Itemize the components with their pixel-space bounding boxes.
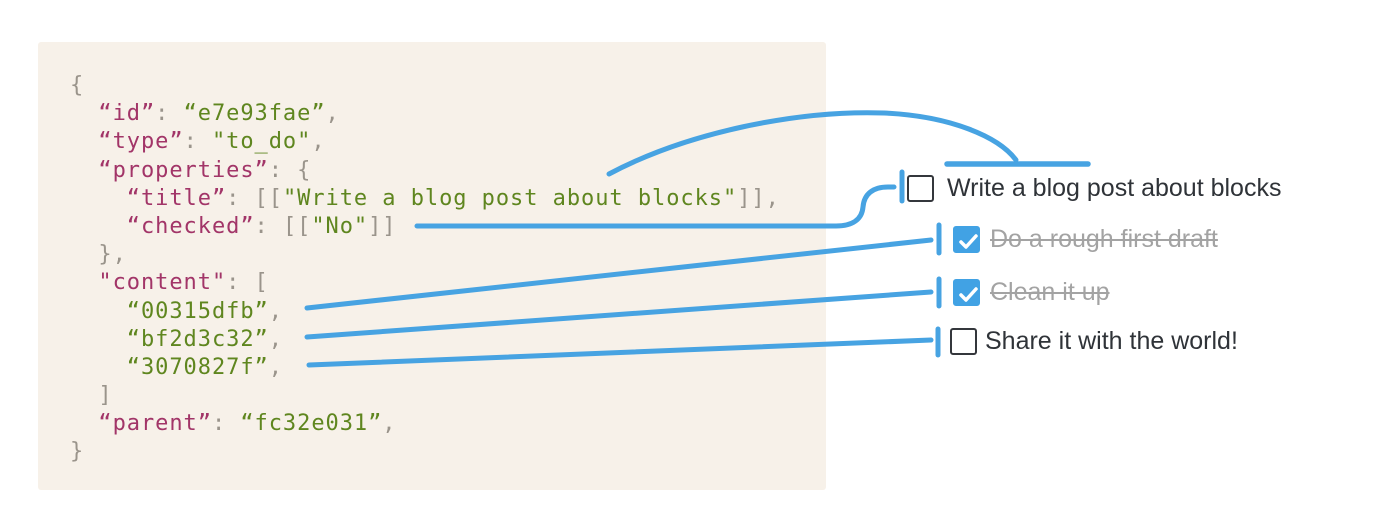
code-line: “bf2d3c32”, — [126, 326, 283, 352]
code-line: { — [70, 73, 85, 98]
code-line: “properties”: { — [98, 157, 312, 183]
todo-label-2: Do a rough first draft — [990, 225, 1218, 253]
todo-label-1: Write a blog post about blocks — [947, 174, 1282, 202]
code-line: “parent”: “fc32e031”, — [98, 411, 397, 437]
todo-checkbox-2[interactable] — [953, 226, 980, 253]
code-line: “00315dfb”, — [126, 298, 283, 324]
code-line: } — [70, 439, 85, 465]
code-line: "content": [ — [98, 270, 269, 296]
todo-checkbox-1[interactable] — [907, 175, 934, 202]
code-line: “id”: “e7e93fae”, — [98, 101, 340, 127]
json-code-block: { “id”: “e7e93fae”, “type”: "to_do", “pr… — [38, 42, 826, 490]
code-line: “title”: [["Write a blog post about bloc… — [126, 185, 780, 211]
code-line: }, — [70, 242, 127, 268]
json-code: { “id”: “e7e93fae”, “type”: "to_do", “pr… — [70, 72, 780, 467]
code-line: “checked”: [["No"]] — [126, 213, 397, 239]
code-line: ] — [70, 383, 113, 409]
code-line: “3070827f”, — [126, 354, 283, 380]
todo-checkbox-4[interactable] — [950, 328, 977, 355]
todo-label-4: Share it with the world! — [985, 327, 1238, 355]
checkmark-icon — [959, 234, 978, 249]
checkmark-icon — [959, 287, 978, 302]
code-line: “type”: "to_do", — [98, 129, 326, 155]
todo-checkbox-3[interactable] — [953, 279, 980, 306]
todo-label-3: Clean it up — [990, 278, 1110, 306]
